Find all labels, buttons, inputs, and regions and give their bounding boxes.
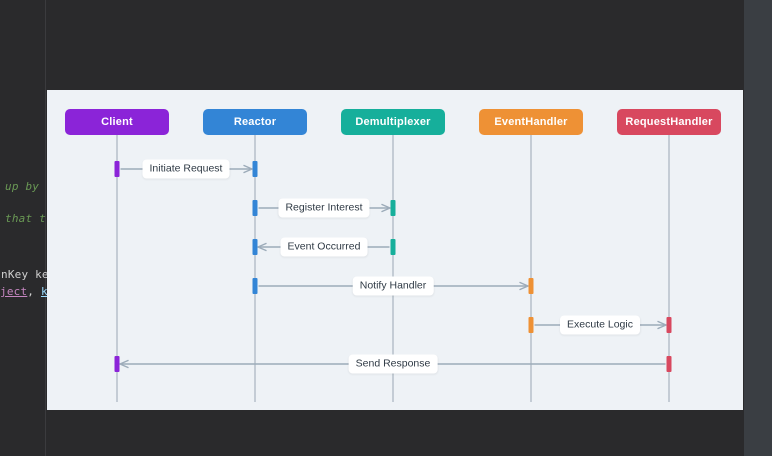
arrowhead-icon: [243, 164, 253, 174]
code-text: nKey ke: [1, 268, 49, 281]
arrowhead-icon: [519, 281, 529, 291]
activation-bar-demultiplexer: [390, 200, 396, 216]
activation-bar-client: [114, 161, 120, 177]
code-symbol-link[interactable]: ject: [0, 285, 28, 298]
activation-bar-requesthandler: [666, 356, 672, 372]
activation-bar-demultiplexer: [390, 239, 396, 255]
activation-bar-reactor: [252, 200, 258, 216]
message-label: Event Occurred: [280, 237, 368, 257]
code-line-fragment[interactable]: nKey ke: [1, 268, 49, 282]
code-text: up by: [5, 180, 40, 193]
code-line-fragment[interactable]: up by: [5, 180, 39, 194]
activation-bar-requesthandler: [666, 317, 672, 333]
participant-box-demultiplexer: Demultiplexer: [341, 109, 445, 135]
message-label: Register Interest: [278, 198, 370, 218]
message-label: Send Response: [348, 354, 438, 374]
activation-bar-client: [114, 356, 120, 372]
message-label: Notify Handler: [352, 276, 434, 296]
message-label: Execute Logic: [560, 315, 640, 335]
code-text: that t: [5, 212, 46, 225]
arrowhead-icon: [657, 320, 667, 330]
code-line-fragment[interactable]: that t: [5, 212, 46, 226]
side-panel-strip: [744, 0, 772, 456]
activation-bar-reactor: [252, 239, 258, 255]
participant-box-eventhandler: EventHandler: [479, 109, 583, 135]
code-line-fragment[interactable]: ject, k: [0, 285, 48, 299]
participant-box-reactor: Reactor: [203, 109, 307, 135]
participant-box-client: Client: [65, 109, 169, 135]
activation-bar-eventhandler: [528, 278, 534, 294]
activation-bar-reactor: [252, 161, 258, 177]
participant-box-requesthandler: RequestHandler: [617, 109, 721, 135]
activation-bar-eventhandler: [528, 317, 534, 333]
arrowhead-icon: [119, 359, 129, 369]
editor-gutter-divider: [45, 0, 46, 456]
arrowhead-icon: [381, 203, 391, 213]
message-label: Initiate Request: [142, 159, 230, 179]
activation-bar-reactor: [252, 278, 258, 294]
code-symbol-link[interactable]: k: [40, 285, 48, 298]
arrowhead-icon: [257, 242, 267, 252]
code-text: ,: [27, 285, 41, 298]
